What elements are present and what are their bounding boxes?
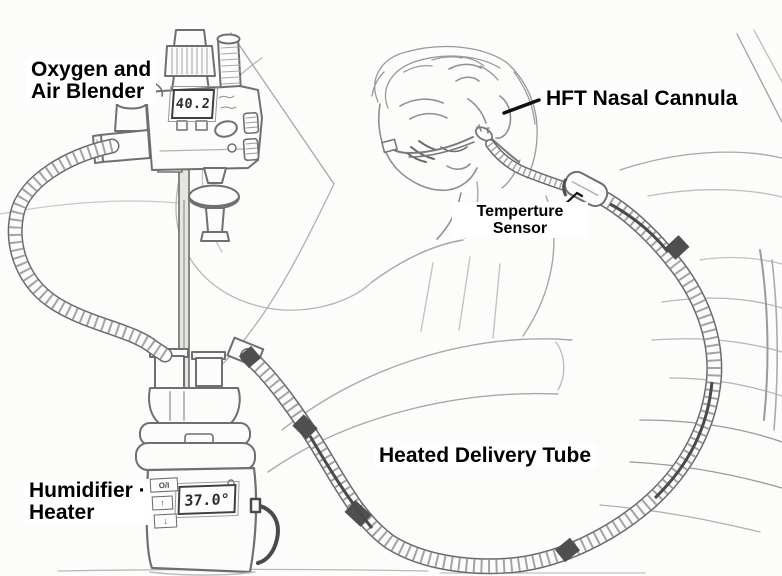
label-line: Humidifier · xyxy=(29,479,146,502)
humidifier-power-button: O/I xyxy=(149,477,179,493)
label-line: Heated Delivery Tube xyxy=(379,444,592,467)
cannula-supply-tube xyxy=(485,139,579,194)
heated-tube-drawing xyxy=(238,189,723,575)
inline-filter-bell xyxy=(188,167,240,242)
flowmeter-column xyxy=(216,33,242,95)
arrow-down-icon: ↓ xyxy=(162,515,169,527)
blender-top-knob xyxy=(164,29,216,91)
patient-figure xyxy=(267,45,573,473)
label-temperature-sensor: Temperture Sensor xyxy=(452,202,588,238)
blender-button xyxy=(195,120,208,131)
label-line: Air Blender xyxy=(31,80,145,103)
tube-edge-shading xyxy=(308,202,714,529)
label-humidifier-heater: Humidifier · Heater xyxy=(24,479,151,525)
label-hft-nasal-cannula: HFT Nasal Cannula xyxy=(541,87,743,111)
label-line: Heater xyxy=(29,501,95,524)
label-line: Sensor xyxy=(492,220,548,237)
humidifier-down-button: ↓ xyxy=(153,513,178,529)
humidifier-temp-value: 37.0° xyxy=(184,489,230,510)
cannula-leader-line xyxy=(502,98,541,115)
humidifier-temp-display: 37.0° xyxy=(174,480,240,519)
blender-fio2-value: 40.2 xyxy=(175,96,211,112)
cannula-strap-bead xyxy=(380,138,399,154)
label-line: Temperture xyxy=(476,203,564,220)
patient-body xyxy=(267,195,573,473)
power-cord xyxy=(249,497,280,565)
patient-hair xyxy=(371,45,538,189)
label-heated-delivery-tube: Heated Delivery Tube xyxy=(374,444,597,468)
humidifier-up-button: ↑ xyxy=(151,495,174,511)
label-oxygen-air-blender: Oxygen and Air Blender xyxy=(26,58,157,104)
humidifier-chamber xyxy=(148,387,241,425)
arrow-up-icon: ↑ xyxy=(159,497,166,509)
temperature-sensor-drawing xyxy=(562,170,609,208)
tube-connector-bands xyxy=(238,235,690,563)
blender-button xyxy=(176,120,188,131)
label-line: HFT Nasal Cannula xyxy=(546,87,738,110)
oxygen-air-blender-drawing xyxy=(92,29,263,242)
blender-side-knobs xyxy=(242,111,260,162)
bedding-lines xyxy=(0,29,782,574)
blender-fio2-display: 40.2 xyxy=(167,86,219,122)
power-icon: O/I xyxy=(158,480,170,490)
label-line: Oxygen and xyxy=(31,58,152,81)
blender-to-humidifier-tube xyxy=(7,138,173,363)
blender-knob xyxy=(214,120,238,138)
illegible-dial-markings xyxy=(218,95,237,109)
